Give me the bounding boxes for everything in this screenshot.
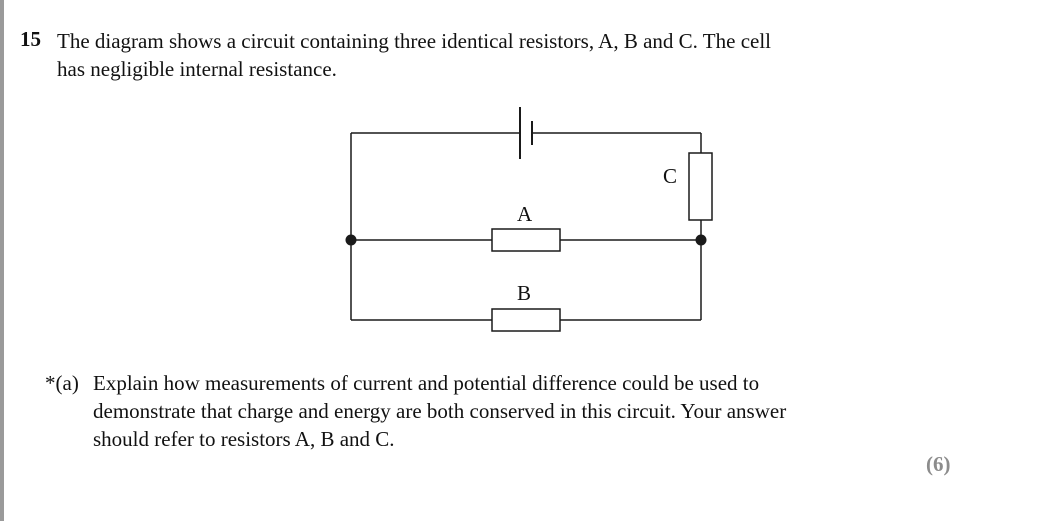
question-number: 15: [20, 27, 41, 51]
stem-line-2: has negligible internal resistance.: [57, 57, 337, 81]
resistor-a: [491, 228, 561, 252]
resistor-a-label: A: [517, 202, 533, 226]
page-margin-rule: [0, 0, 4, 521]
resistor-c-label: C: [663, 164, 678, 188]
junction-left: [345, 234, 357, 246]
marks-allocation: (6): [926, 452, 951, 476]
resistor-b: [491, 308, 561, 332]
question-stem: The diagram shows a circuit containing t…: [57, 27, 937, 83]
stem-line-1: The diagram shows a circuit containing t…: [57, 29, 771, 53]
junction-right: [695, 234, 707, 246]
part-a-line-3: should refer to resistors A, B and C.: [93, 427, 395, 451]
part-a-question: Explain how measurements of current and …: [93, 369, 993, 453]
resistor-b-label: B: [517, 281, 532, 305]
part-a-marker: *(a): [45, 371, 79, 395]
part-a-line-1: Explain how measurements of current and …: [93, 371, 760, 395]
resistor-c: [688, 152, 713, 221]
part-a-line-2: demonstrate that charge and energy are b…: [93, 399, 787, 423]
